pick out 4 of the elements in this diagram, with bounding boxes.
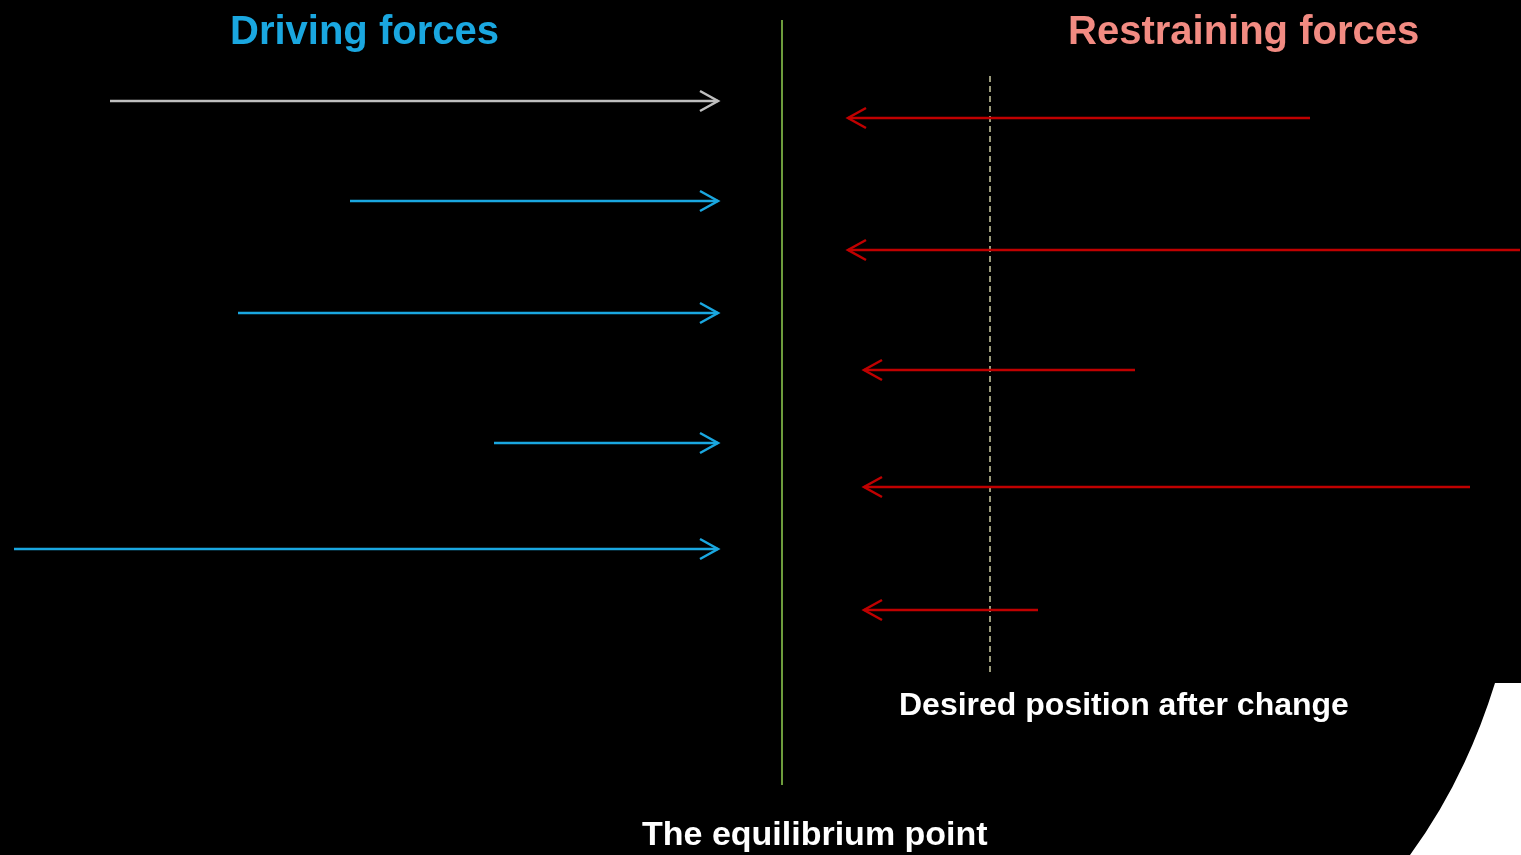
heading: Restraining forces bbox=[1068, 10, 1420, 50]
annotation-label: Desired position after change bbox=[899, 688, 1349, 720]
heading: Driving forces bbox=[230, 10, 499, 50]
annotation-label: The equilibrium point bbox=[642, 816, 988, 850]
